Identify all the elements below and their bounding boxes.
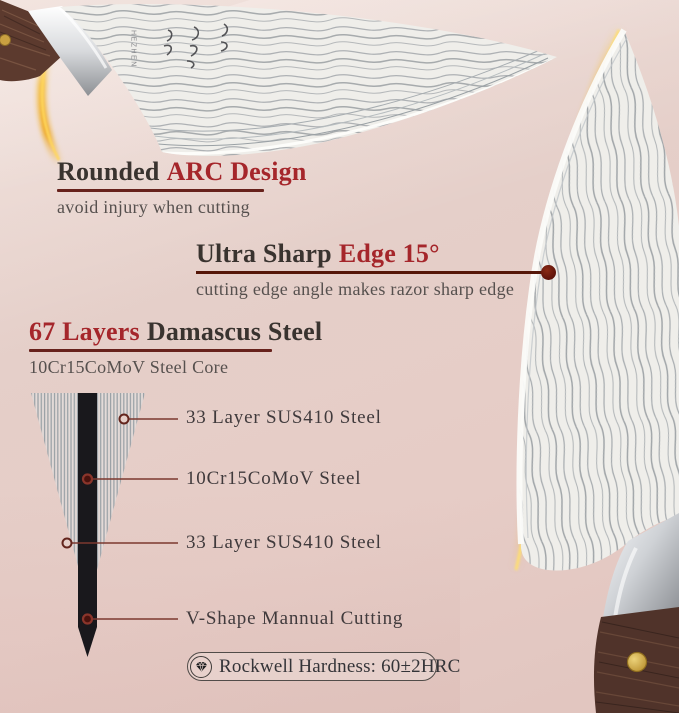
- handle-pin: [626, 651, 648, 673]
- handle-pin: [0, 34, 11, 46]
- layer-label-1: 33 Layer SUS410 Steel: [186, 407, 382, 428]
- core-steel-bar: [78, 393, 97, 657]
- knife-bolster: [28, 6, 112, 96]
- feature-edge-title-plain: Ultra Sharp: [196, 239, 332, 268]
- pointer-circle-core: [81, 473, 94, 485]
- top-knife-photo: HEZHEN: [0, 0, 557, 167]
- v-shape-layer-diagram: [31, 393, 178, 657]
- side-knife-photo: [509, 24, 679, 713]
- feature-arc-underline: [57, 189, 264, 192]
- knife-handle: [593, 607, 679, 713]
- layer-label-2: 10Cr15CoMoV Steel: [186, 468, 362, 489]
- knife-blade: [516, 28, 679, 571]
- knife-bolster: [602, 513, 679, 632]
- feature-edge-caption: cutting edge angle makes razor sharp edg…: [196, 279, 515, 299]
- feature-edge-title-accent: Edge 15°: [338, 239, 440, 268]
- hardness-badge: Rockwell Hardness: 60±2HRC: [187, 652, 460, 681]
- feature-layers-caption: 10Cr15CoMoV Steel Core: [29, 357, 229, 377]
- pointer-lines: [72, 418, 178, 620]
- diamond-gem-icon: [190, 655, 212, 678]
- pointer-circle-outer-layer-bottom: [61, 537, 73, 549]
- knife-blade: HEZHEN: [60, 4, 557, 156]
- feature-arc-caption: avoid injury when cutting: [57, 197, 250, 217]
- feature-arc-title-plain: Rounded: [57, 157, 160, 186]
- feature-layers-title-plain: Damascus Steel: [146, 317, 323, 346]
- feature-layers-title-accent: 67 Layers: [29, 317, 140, 346]
- feature-arc-title-accent: ARC Design: [166, 157, 307, 186]
- layer-label-3: 33 Layer SUS410 Steel: [186, 532, 382, 553]
- pointer-circle-outer-layer-top: [118, 413, 130, 425]
- knife-handle: [0, 0, 62, 82]
- hardness-value: Rockwell Hardness: 60±2HRC: [219, 655, 461, 677]
- blade-edge-laminate: [149, 49, 554, 155]
- feature-layers-underline: [29, 349, 272, 352]
- pointer-circle-v-edge: [81, 613, 94, 625]
- calligraphy-engraving: [163, 23, 229, 69]
- feature-edge-pointer-dot: [541, 265, 556, 280]
- feature-edge-pointer-line: [196, 271, 542, 274]
- brand-engraving: HEZHEN: [130, 30, 137, 68]
- layer-label-4: V-Shape Mannual Cutting: [186, 608, 404, 629]
- blade-bevel: [516, 28, 627, 545]
